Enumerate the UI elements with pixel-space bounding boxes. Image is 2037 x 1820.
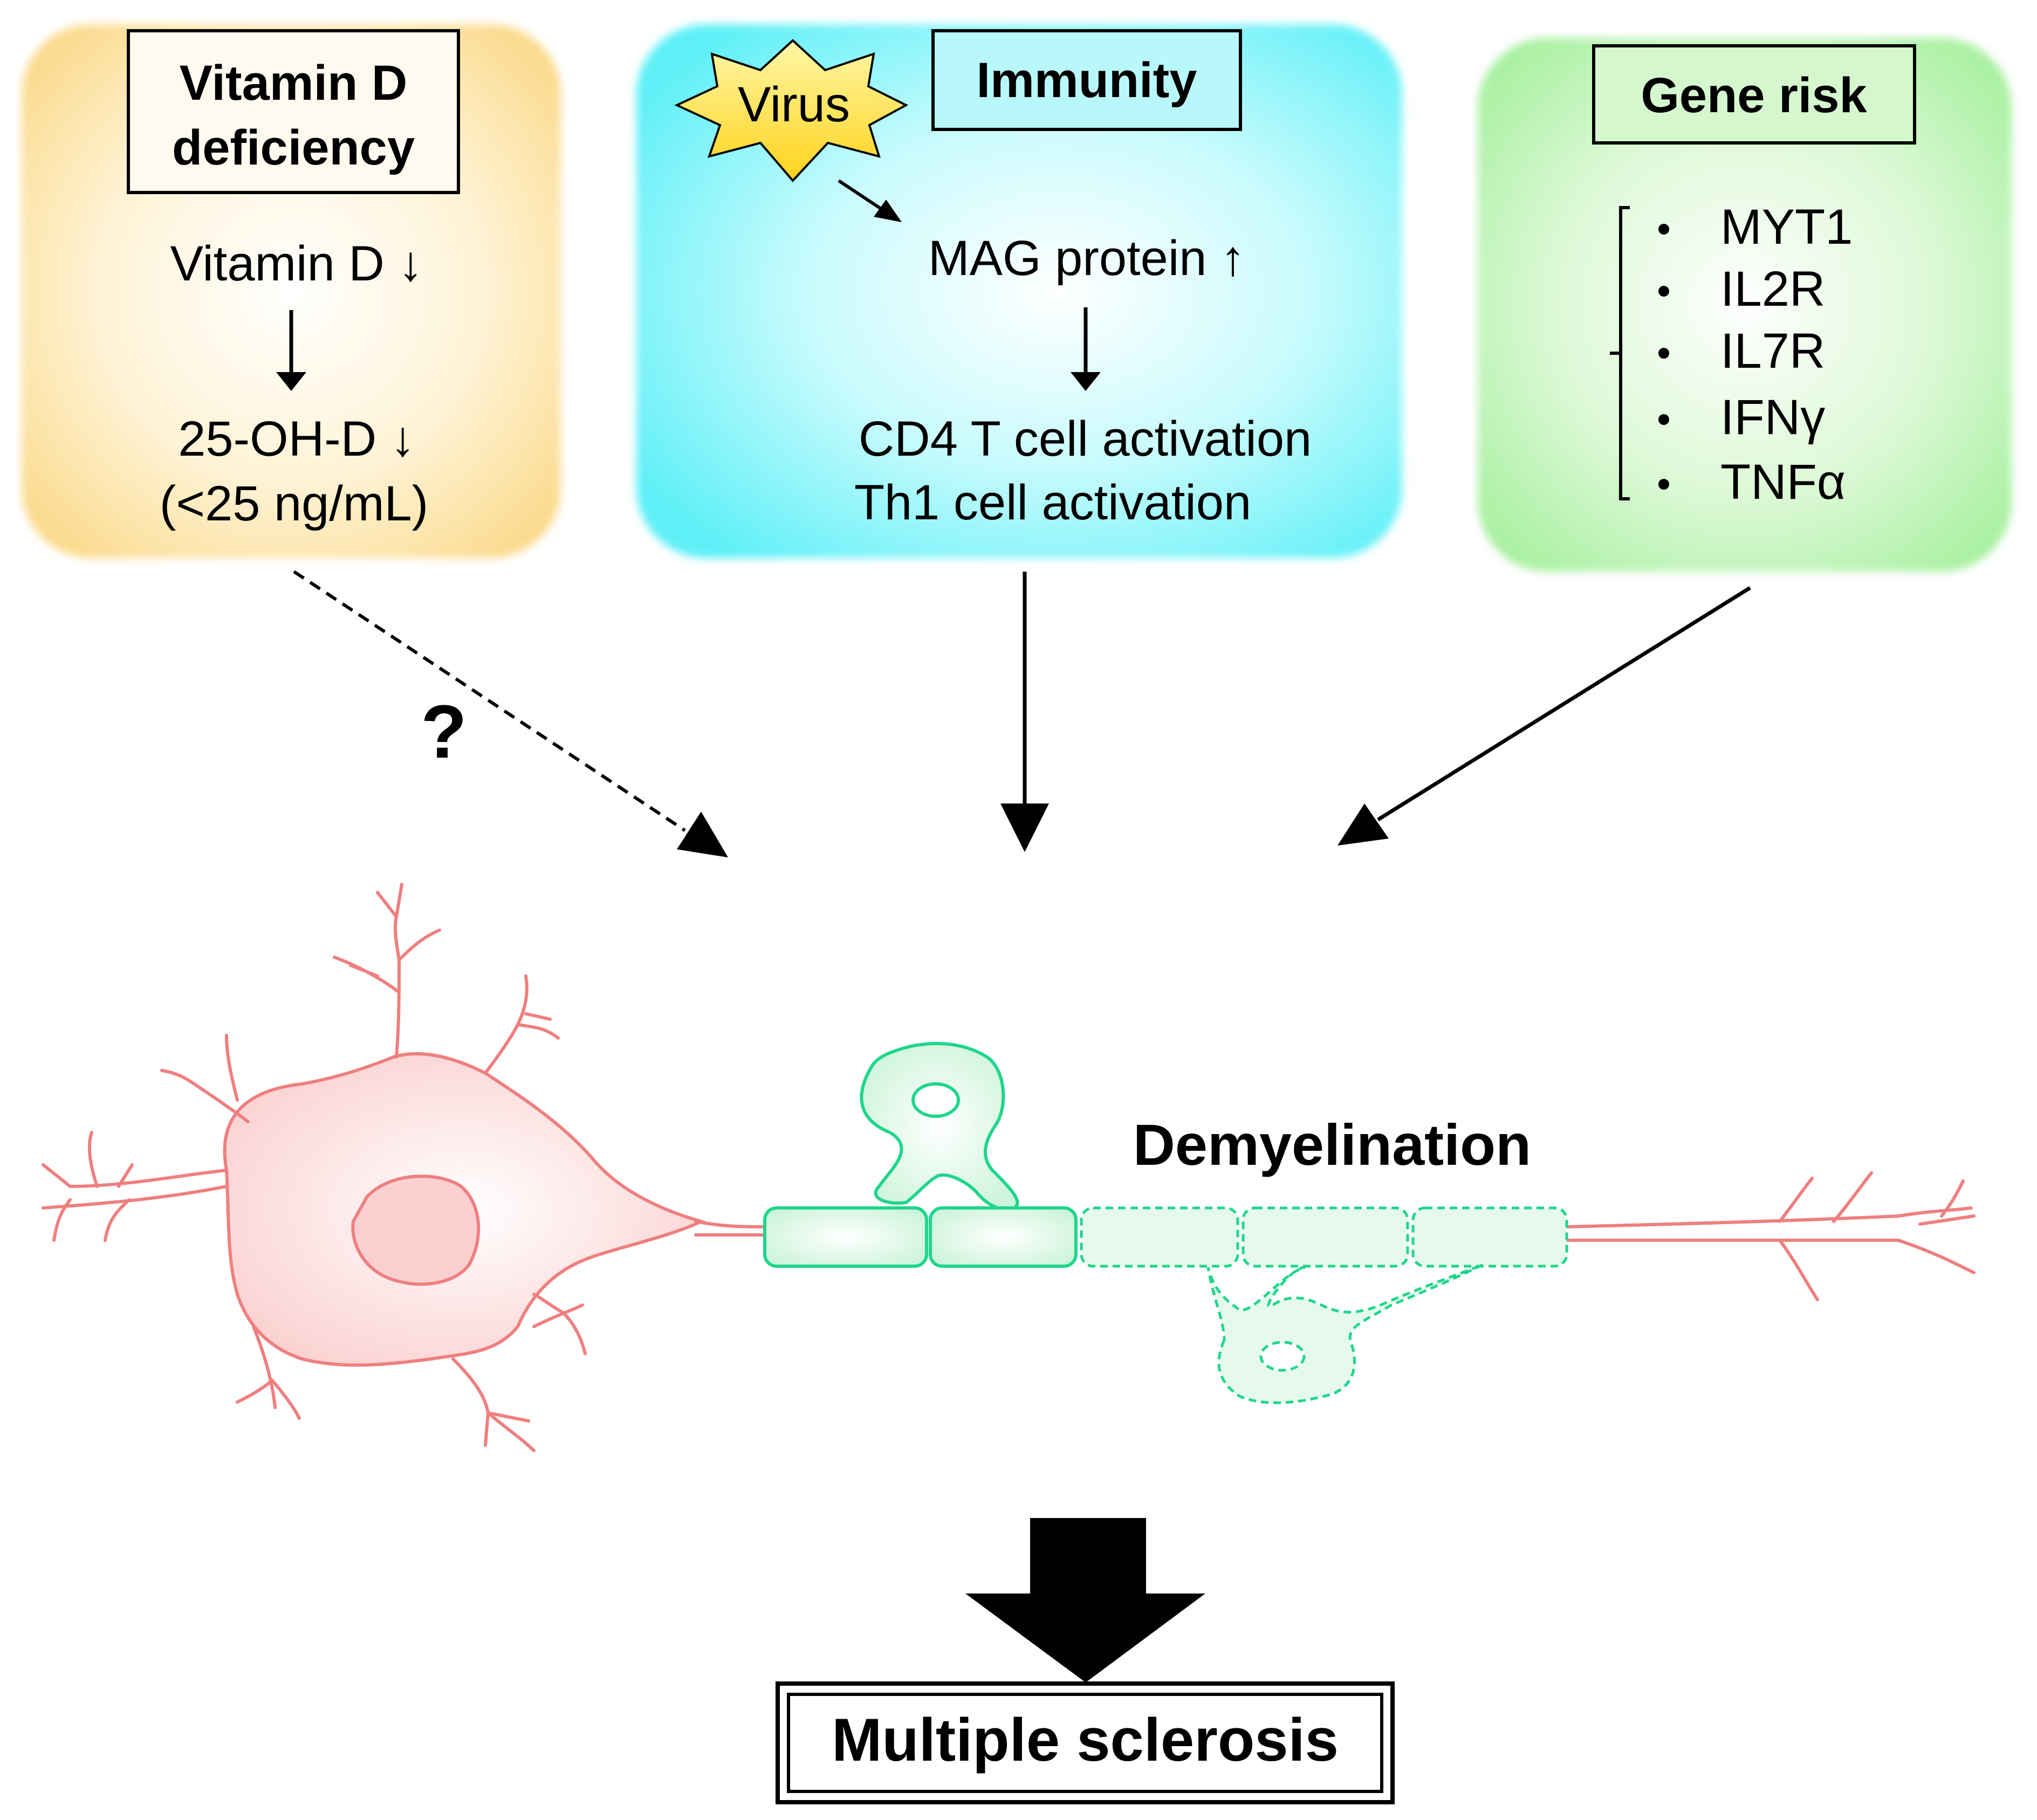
vitamin-d-panel: Vitamin D deficiency Vitamin D ↓ 25-OH-D… [22, 24, 561, 558]
immunity-title: Immunity [977, 53, 1197, 108]
25-oh-d-level-text: 25-OH-D ↓ [178, 411, 415, 466]
degenerating-oligodendrocyte [1206, 1263, 1484, 1404]
gene-item-myt1: MYT1 [1720, 200, 1853, 255]
gene-item-il2r: IL2R [1720, 262, 1825, 317]
neuron-nucleus [351, 1175, 481, 1286]
gene-bullet [1658, 479, 1669, 490]
gene-bullet [1658, 348, 1669, 359]
vitamin-d-title-line2: deficiency [172, 120, 415, 175]
immunity-title-box [931, 29, 1242, 131]
gene-item-tnfa: TNFα [1720, 455, 1846, 510]
vitamin-d-level-text: Vitamin D ↓ [170, 236, 423, 291]
demyelination-label: Demyelination [1133, 1112, 1531, 1177]
multiple-sclerosis-label: Multiple sclerosis [832, 1706, 1339, 1774]
gene-list: MYT1 IL2R IL7R IFNγ TNFα [1658, 200, 1853, 510]
immunity-arrow [1000, 572, 1049, 852]
gene-risk-panel: Gene risk MYT1 IL2R IL7R IFNγ TNFα [1478, 38, 2012, 572]
myelin-sheath-segment [763, 1206, 928, 1268]
oligodendrocyte-illustration [763, 1042, 1078, 1268]
virus-star-burst-icon: Virus [674, 39, 909, 183]
vitamin-d-title-line1: Vitamin D [180, 56, 408, 111]
mag-protein-text: MAG protein ↑ [928, 231, 1245, 286]
neuron-illustration [42, 883, 1976, 1452]
gene-item-il7r: IL7R [1720, 324, 1825, 379]
gene-risk-arrow [1338, 586, 1751, 846]
oligodendrocyte-nucleus [911, 1082, 960, 1118]
oligodendrocyte-cell-body [860, 1042, 1019, 1212]
cd4-activation-text: CD4 T cell activation [859, 411, 1312, 466]
immunity-panel: Immunity Virus MAG protein ↑ CD4 T cell … [636, 24, 1402, 558]
gene-item-ifng: IFNγ [1720, 390, 1825, 445]
outcome-arrow [965, 1518, 1205, 1682]
unknown-link-question-mark: ? [421, 689, 467, 774]
outcome-box: Multiple sclerosis [776, 1681, 1395, 1804]
gene-bullet [1658, 286, 1669, 297]
gene-bullet [1658, 224, 1669, 235]
25-oh-d-threshold-text: (<25 ng/mL) [160, 476, 429, 531]
gene-bullet [1658, 414, 1669, 425]
demyelinated-segment [1080, 1206, 1568, 1404]
myelin-sheath-segment [929, 1206, 1078, 1268]
vitamin-d-dashed-arrow [293, 570, 728, 857]
vitamin-d-title-box [127, 29, 460, 194]
th1-activation-text: Th1 cell activation [854, 475, 1251, 530]
gene-risk-title-box [1592, 44, 1916, 145]
gene-risk-title: Gene risk [1641, 68, 1867, 123]
gene-list-bracket [1610, 206, 1630, 500]
virus-label: Virus [738, 77, 850, 132]
